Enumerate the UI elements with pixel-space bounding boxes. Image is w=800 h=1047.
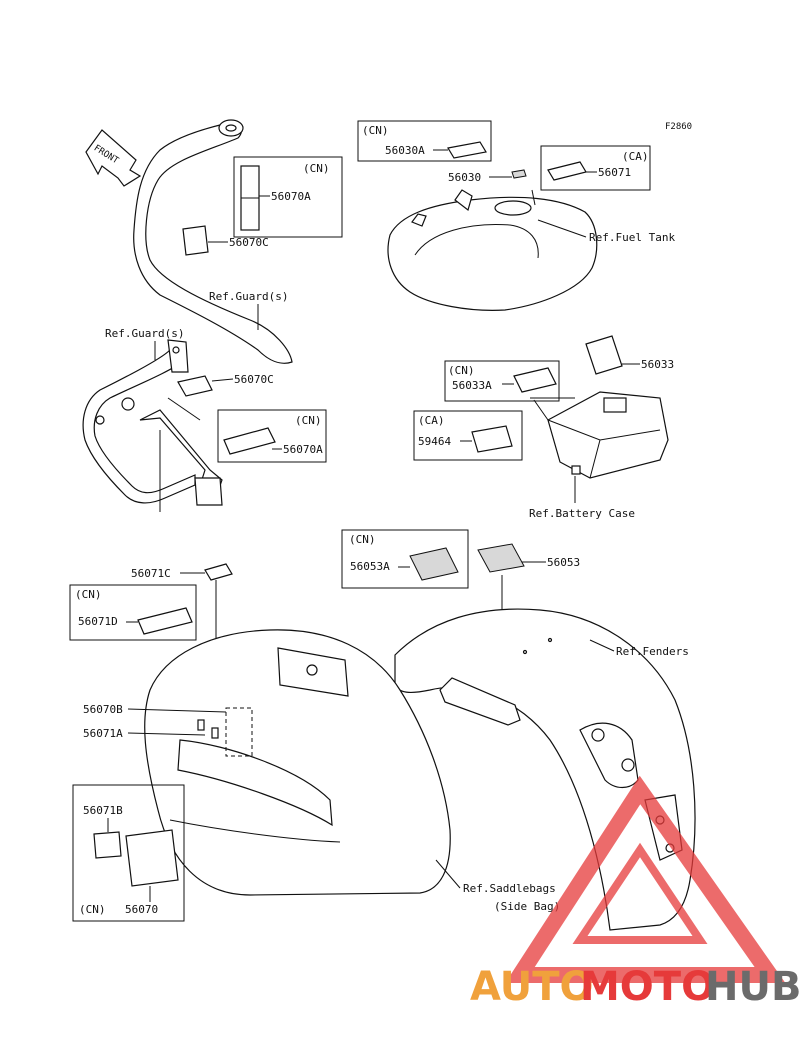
callout-56070: 56070 [125, 903, 158, 916]
tag-cn-6: (CN) [75, 588, 102, 601]
callout-56053A: 56053A [350, 560, 390, 573]
ref-guard-left: Ref.Guard(s) [105, 327, 184, 340]
watermark-moto: MOTO [580, 964, 715, 1010]
decal-56053A [409, 547, 459, 581]
callout-56030: 56030 [448, 171, 481, 184]
triangle-logo-icon [505, 775, 786, 983]
tag-cn-4: (CN) [448, 364, 475, 377]
tag-cn: (CN) [303, 162, 330, 175]
decal-56053 [477, 543, 525, 573]
box-cn-56030A [357, 120, 492, 162]
decal-56070C-mid [177, 375, 213, 397]
decal-56033 [585, 335, 623, 375]
ref-fenders: Ref.Fenders [616, 645, 689, 658]
callout-56033: 56033 [641, 358, 674, 371]
callout-56071D: 56071D [78, 615, 118, 628]
callout-56070B: 56070B [83, 703, 123, 716]
decal-56070 [125, 829, 179, 887]
ref-guard-top: Ref.Guard(s) [209, 290, 288, 303]
tag-cn-2: (CN) [295, 414, 322, 427]
ref-saddlebags: Ref.Saddlebags [463, 882, 556, 895]
callout-56053: 56053 [547, 556, 580, 569]
callout-56070A-top: 56070A [271, 190, 311, 203]
callout-56070C-top: 56070C [229, 236, 269, 249]
box-cn-56071D [69, 584, 197, 641]
tag-ca-2: (CA) [418, 414, 445, 427]
watermark-auto: AUTO [470, 964, 594, 1010]
decal-56071C [204, 563, 233, 581]
battery-case [547, 391, 669, 479]
decal-56030 [511, 169, 527, 179]
box-ca-59464 [413, 410, 523, 461]
tag-cn-5: (CN) [349, 533, 376, 546]
guard-upper [133, 119, 293, 364]
decal-56030A [447, 141, 487, 159]
tag-cn-3: (CN) [362, 124, 389, 137]
watermark-logo [505, 775, 786, 983]
box-cn-56071B [72, 784, 185, 922]
decal-56070A-mid [223, 427, 276, 455]
decal-56070C-top [182, 225, 209, 256]
ref-fuel-tank: Ref.Fuel Tank [589, 231, 675, 244]
box-cn-56053A [341, 529, 469, 589]
watermark-hub: HUB [705, 964, 800, 1010]
callout-56071: 56071 [598, 166, 631, 179]
tag-ca: (CA) [622, 150, 649, 163]
callout-56070C-mid: 56070C [234, 373, 274, 386]
tag-cn-7: (CN) [79, 903, 106, 916]
guard-lower [82, 339, 223, 506]
callout-59464: 59464 [418, 435, 451, 448]
box-cn-56033A [444, 360, 560, 402]
box-ca-56071 [540, 145, 651, 191]
box-cn-56070A-top [233, 156, 343, 238]
callout-56033A: 56033A [452, 379, 492, 392]
saddlebag [144, 629, 451, 896]
fuel-tank [387, 189, 598, 311]
decal-56033A [513, 367, 557, 393]
decal-59464 [471, 425, 513, 453]
callout-56070A-mid: 56070A [283, 443, 323, 456]
front-arrow-icon: FRONT [85, 129, 142, 187]
callout-56071A: 56071A [83, 727, 123, 740]
decal-56071B [93, 831, 122, 859]
callout-56071C: 56071C [131, 567, 171, 580]
callout-56030A: 56030A [385, 144, 425, 157]
decal-56071D [137, 607, 193, 635]
ref-side-bag: (Side Bag) [494, 900, 560, 913]
callout-56071B: 56071B [83, 804, 123, 817]
box-cn-56070A-mid [217, 409, 327, 463]
decal-56071 [547, 161, 587, 181]
ref-battery-case: Ref.Battery Case [529, 507, 635, 520]
figure-id: F2860 [665, 122, 692, 132]
